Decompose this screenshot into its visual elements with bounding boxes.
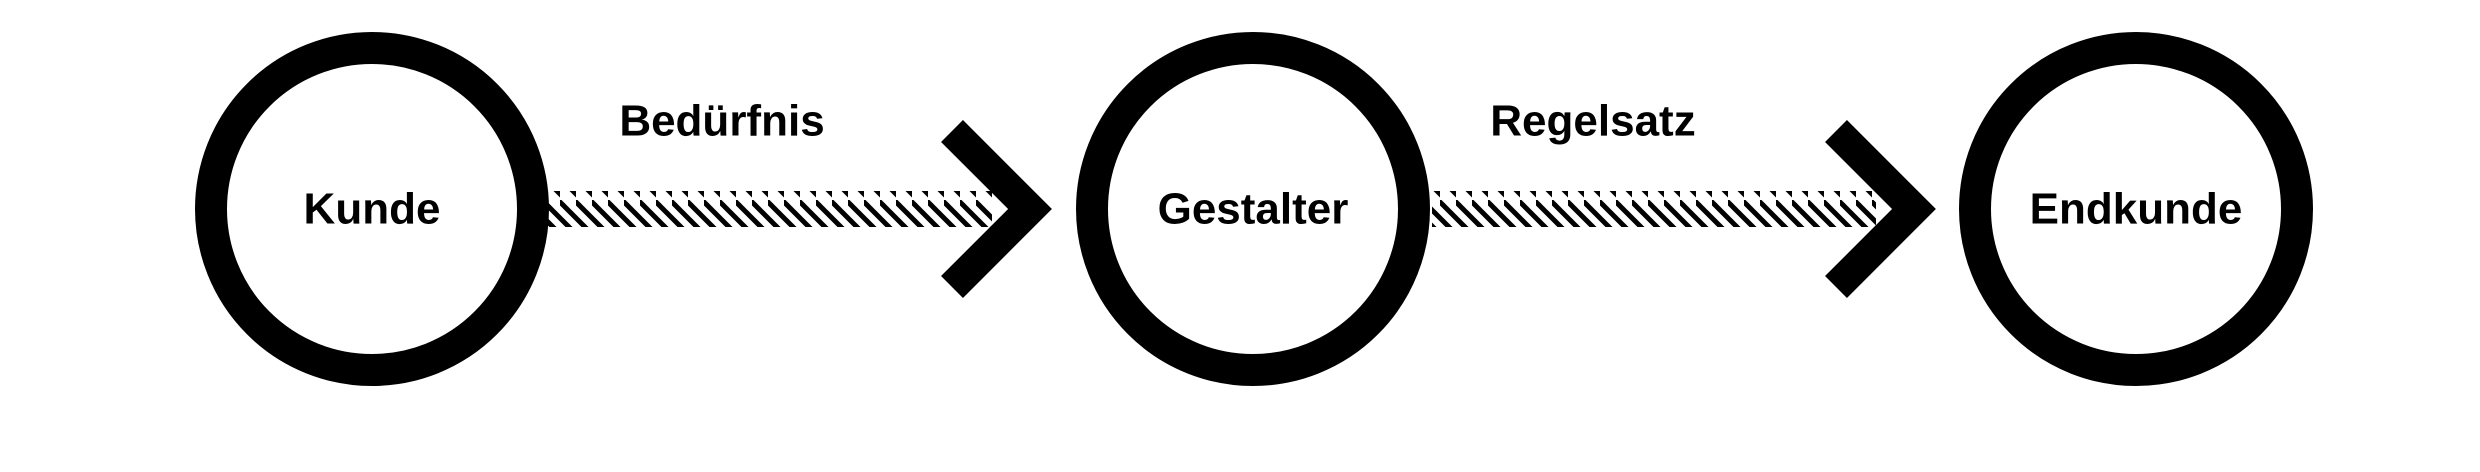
node-endkunde-circle — [1959, 32, 2313, 386]
edge-beduerfnis-shaft — [548, 191, 992, 227]
node-kunde-label: Kunde — [304, 185, 441, 234]
node-gestalter-circle — [1076, 32, 1430, 386]
node-kunde-circle — [195, 32, 549, 386]
edge-regelsatz-label: Regelsatz — [1490, 97, 1695, 146]
edge-regelsatz: Regelsatz — [1432, 97, 1936, 298]
edge-beduerfnis-label: Bedürfnis — [619, 97, 824, 146]
edge-beduerfnis: Bedürfnis — [548, 97, 1052, 298]
node-kunde: Kunde — [195, 32, 549, 386]
node-gestalter-label: Gestalter — [1158, 185, 1349, 234]
edge-regelsatz-arrowhead — [1825, 120, 1936, 298]
edge-beduerfnis-arrowhead — [941, 120, 1052, 298]
node-gestalter: Gestalter — [1076, 32, 1430, 386]
node-endkunde: Endkunde — [1959, 32, 2313, 386]
node-endkunde-label: Endkunde — [2030, 185, 2243, 234]
edge-regelsatz-shaft — [1432, 191, 1876, 227]
